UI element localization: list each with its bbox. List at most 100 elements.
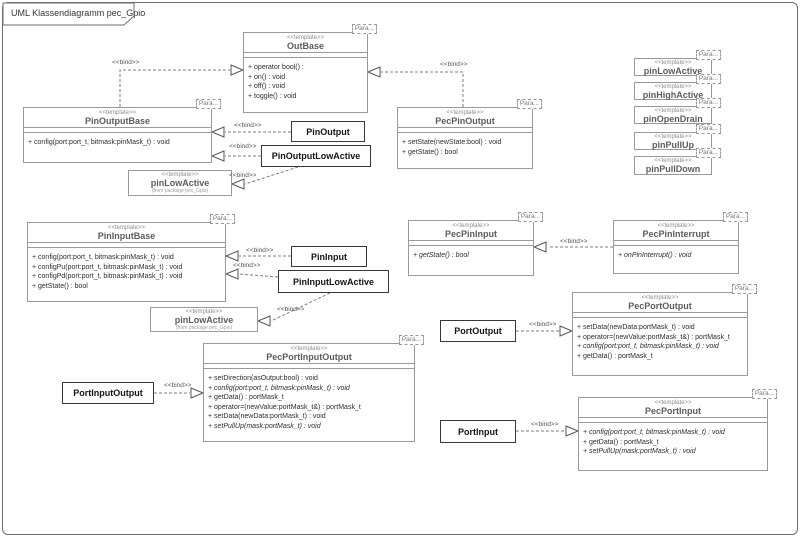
stereotype-label: <<template>> <box>452 223 490 229</box>
operations-compartment: + setDirection(asOutput:bool) : void + c… <box>204 368 414 433</box>
method: + setData(newData:portMask_t) : void <box>208 413 326 420</box>
method: + getData() : portMask_t <box>583 438 659 446</box>
stereotype-label: <<template>> <box>654 108 692 114</box>
class-name: pinLowActive <box>643 66 703 76</box>
attributes-compartment <box>28 242 225 247</box>
bind-box-pinoutput[interactable]: PinOutput <box>291 121 365 142</box>
template-param-box: Para... <box>731 284 757 294</box>
template-param-box: Para... <box>722 212 748 222</box>
bind-connector-pininput-to-pininputbase <box>224 250 291 262</box>
class-header: <<template>> PecPortOutput <box>573 293 747 312</box>
class-pinoutputbase[interactable]: Para... <<template>> PinOutputBase + con… <box>23 99 221 163</box>
bind-box-pininput[interactable]: PinInput <box>291 246 367 267</box>
bind-connector-portinputoutput-to-pecportinputoutput <box>154 387 205 399</box>
class-pecportinput[interactable]: Para... <<template>> PecPortInput + conf… <box>578 389 777 471</box>
class-name: OutBase <box>286 41 324 51</box>
class-name: PinOutputBase <box>84 116 150 126</box>
class-pinlowactive-instance-1[interactable]: <<template>> pinLowActive (from package … <box>128 170 232 196</box>
class-pinlowactive-template[interactable]: Para... <<template>> pinLowActive <box>634 50 721 76</box>
method: + config(port:port_t, bitmask:pinMask_t)… <box>577 343 719 350</box>
method: + getState() : bool <box>413 252 469 259</box>
title-tab-outline <box>2 2 135 26</box>
stereotype-label: <<template>> <box>654 400 692 406</box>
bind-box-pininputlowactive[interactable]: PinInputLowActive <box>278 270 389 293</box>
template-param-box: Para... <box>751 389 777 399</box>
class-name: PecPinInterrupt <box>642 229 710 239</box>
template-param-box: Para... <box>695 124 721 134</box>
method: + setDirection(asOutput:bool) : void <box>208 375 318 382</box>
class-pinpulldown-template[interactable]: Para... <<template>> pinPullDown <box>634 148 721 175</box>
template-param-box: Para... <box>398 335 424 345</box>
stereotype-label: <<template>> <box>654 60 692 66</box>
template-param-box: Para... <box>695 98 721 108</box>
class-header: <<template>> PecPinInput <box>409 221 533 240</box>
template-param-box: Para... <box>517 212 543 222</box>
class-outbase[interactable]: Para... <<template>> OutBase + operator … <box>243 24 377 113</box>
attributes-compartment <box>579 417 767 422</box>
attributes-compartment <box>398 127 532 132</box>
class-pinhighactive-template[interactable]: Para... <<template>> pinHighActive <box>634 74 721 100</box>
class-pecpininput[interactable]: Para... <<template>> PecPinInput + getSt… <box>408 212 543 276</box>
class-header: <<template>> PecPortInputOutput <box>204 344 414 363</box>
bind-box-portinputoutput[interactable]: PortInputOutput <box>62 382 154 404</box>
method: + on() : void <box>248 73 286 81</box>
bind-label: <<bind>> <box>229 172 257 179</box>
class-pinlowactive-instance-2[interactable]: <<template>> pinLowActive (from package … <box>150 307 258 332</box>
class-pininputbase[interactable]: Para... <<template>> PinInputBase + conf… <box>27 214 235 302</box>
stereotype-label: <<template>> <box>107 225 146 231</box>
class-pecportoutput[interactable]: Para... <<template>> PecPortOutput + set… <box>572 284 757 376</box>
class-name: pinPullDown <box>645 164 701 174</box>
bind-connector-pecpinoutput-to-outbase <box>366 66 464 107</box>
bind-connector-portoutput-to-pecportoutput <box>516 325 574 337</box>
bind-connector-pininputlowactive-to-pinlowactive <box>256 292 331 327</box>
stereotype-label: <<template>> <box>657 223 695 229</box>
method: + getState() : bool <box>402 148 458 156</box>
method: + setData(newData:portMask_t) : void <box>577 324 695 331</box>
stereotype-label: <<template>> <box>654 158 692 164</box>
class-name: PecPortOutput <box>628 301 692 311</box>
bind-connector-portinput-to-pecportinput <box>516 425 580 437</box>
bind-connector-pinoutputbase-to-outbase <box>119 64 245 107</box>
operations-compartment: + setState(newState:bool) : void + getSt… <box>398 132 532 159</box>
stereotype-label: <<template>> <box>286 35 325 41</box>
operations-compartment: + config(port:port_t, bitmask:pinMask_t)… <box>28 247 225 293</box>
class-name: pinLowActive <box>150 178 210 188</box>
bind-label: <<bind>> <box>440 61 468 68</box>
class-pinpullup-template[interactable]: Para... <<template>> pinPullUp <box>634 124 721 150</box>
bind-box-pinoutputlowactive[interactable]: PinOutputLowActive <box>261 145 371 167</box>
class-name: pinOpenDrain <box>643 114 703 124</box>
class-pecportinputoutput[interactable]: Para... <<template>> PecPortInputOutput … <box>203 335 424 442</box>
bind-label: <<bind>> <box>529 321 557 328</box>
operations-compartment: + getState() : bool <box>409 245 533 263</box>
class-name: PecPortInputOutput <box>266 352 352 362</box>
method: + config(port:port_t, bitmask:pinMask_t)… <box>208 384 350 392</box>
bind-box-portinput[interactable]: PortInput <box>440 420 516 443</box>
method: + configPu(port:port_t, bitmask:pinMask_… <box>32 263 183 271</box>
class-header: <<template>> PinInputBase <box>28 223 225 242</box>
stereotype-label: <<template>> <box>641 295 679 301</box>
method: + operator bool() : <box>248 64 304 71</box>
method: + operator=(newValue:portMask_t&) : port… <box>577 333 730 341</box>
stereotype-label: <<template>> <box>446 110 484 116</box>
template-param-box: Para... <box>516 99 542 109</box>
method: + configPd(port:port_t, bitmask:pinMask_… <box>32 273 183 280</box>
diagram-title: UML Klassendiagramm pec_Gpio <box>11 8 146 18</box>
class-pecpininterrupt[interactable]: Para... <<template>> PecPinInterrupt + o… <box>613 212 748 274</box>
bind-connector-pinoutputlowactive-to-pinlowactive <box>230 166 299 190</box>
bind-box-portoutput[interactable]: PortOutput <box>440 320 516 342</box>
bind-label: <<bind>> <box>112 59 140 66</box>
bind-label: <<bind>> <box>233 262 261 269</box>
bind-label: <<bind>> <box>560 238 588 245</box>
class-name: pinHighActive <box>642 90 704 100</box>
method: + getState() : bool <box>32 282 88 290</box>
class-header: <<template>> PecPortInput <box>579 398 767 417</box>
method: + setState(newState:bool) : void <box>402 139 502 146</box>
class-pinopendrain-template[interactable]: Para... <<template>> pinOpenDrain <box>634 98 721 124</box>
method: + onPinInterrupt() : void <box>618 252 692 259</box>
method: + setPullUp(mask:portMask_t) : void <box>583 448 696 455</box>
template-param-box: Para... <box>695 50 721 60</box>
class-pecpinoutput[interactable]: Para... <<template>> PecPinOutput + setS… <box>397 99 542 169</box>
